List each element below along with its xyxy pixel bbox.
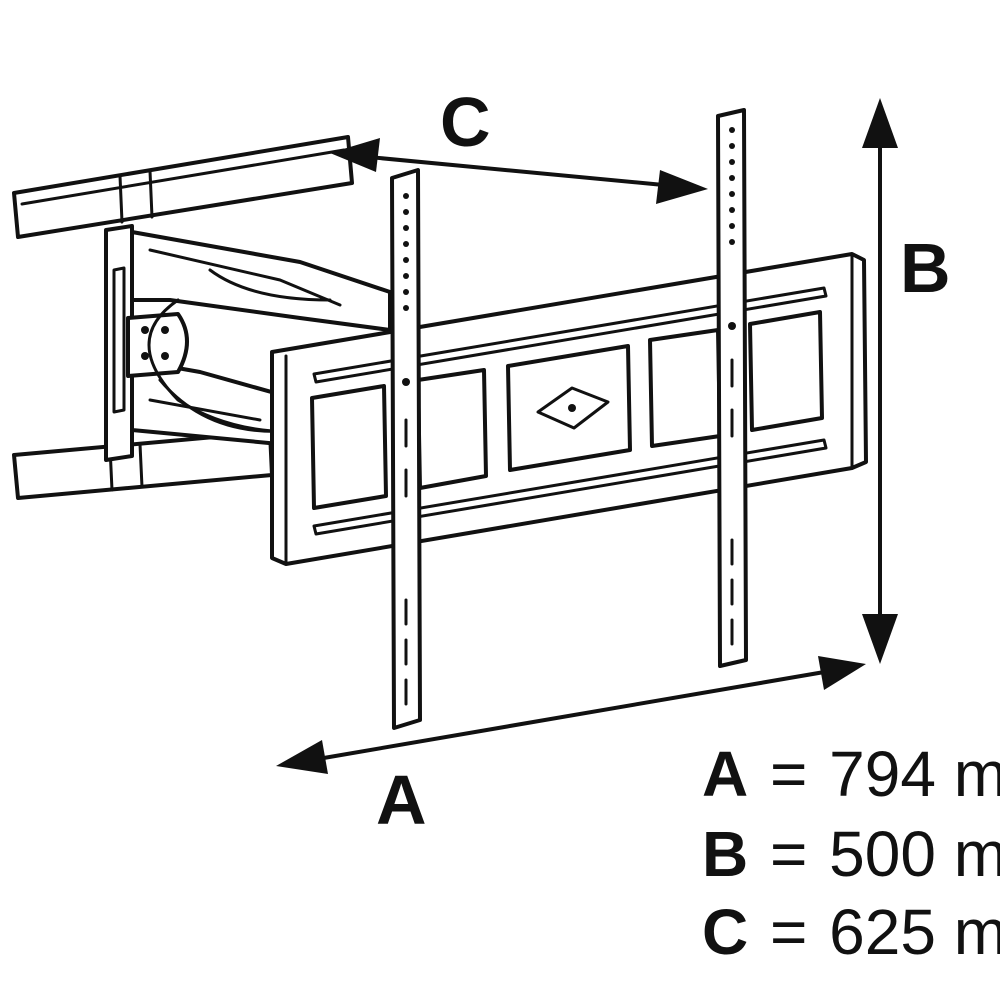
strap-left-body xyxy=(390,168,422,730)
bracket-bottom-slot xyxy=(312,438,828,536)
wall-frame-slot xyxy=(112,266,126,414)
spec-a-equals: = xyxy=(770,738,807,810)
spec-b-value: 500 mm xyxy=(829,818,1000,890)
hinge-pin-2 xyxy=(161,326,169,334)
spec-b-equals: = xyxy=(770,818,807,890)
arm-hinge xyxy=(126,312,189,378)
articulating-arms xyxy=(126,230,392,450)
dimension-label-c: C xyxy=(440,83,491,161)
bracket-top-slot xyxy=(312,286,828,384)
dimension-label-a: A xyxy=(376,761,427,839)
upper-arm xyxy=(130,230,392,332)
strap-left-holes xyxy=(402,193,410,386)
bracket-boss-diamond xyxy=(536,386,610,430)
tv-strap-right xyxy=(716,108,748,668)
spec-c-key: C xyxy=(702,896,748,968)
spec-c-equals: = xyxy=(770,896,807,968)
spec-c-value: 625 mm xyxy=(829,896,1000,968)
hinge-pin-1 xyxy=(141,326,149,334)
dimension-arrow-b xyxy=(862,98,898,664)
bracket-plate-lip xyxy=(284,254,854,564)
boss-screw xyxy=(568,404,576,412)
wall-plate xyxy=(12,135,354,500)
upper-arm-detail xyxy=(148,248,342,307)
bracket-window-left xyxy=(310,384,388,510)
spec-row-c: C = 625 mm xyxy=(702,896,1000,968)
spec-a-key: A xyxy=(702,738,748,810)
strap-right-body xyxy=(716,108,748,668)
strap-right-holes xyxy=(728,127,736,330)
dimension-label-b: B xyxy=(900,229,951,307)
tv-strap-left xyxy=(390,168,422,730)
spec-row-a: A = 794 mm xyxy=(702,738,1000,810)
spec-row-b: B = 500 mm xyxy=(702,818,1000,890)
hinge-pin-4 xyxy=(161,352,169,360)
wall-rail-top-detail xyxy=(20,148,346,224)
dimension-arrow-c xyxy=(330,138,708,204)
hinge-pin-3 xyxy=(141,352,149,360)
spec-a-value: 794 mm xyxy=(829,738,1000,810)
wall-rail-top xyxy=(12,135,354,239)
bracket-window-right xyxy=(748,310,824,432)
spec-legend: A = 794 mm B = 500 mm C = 625 mm xyxy=(702,738,1000,968)
dimension-arrow-a xyxy=(276,656,866,774)
spec-b-key: B xyxy=(702,818,748,890)
